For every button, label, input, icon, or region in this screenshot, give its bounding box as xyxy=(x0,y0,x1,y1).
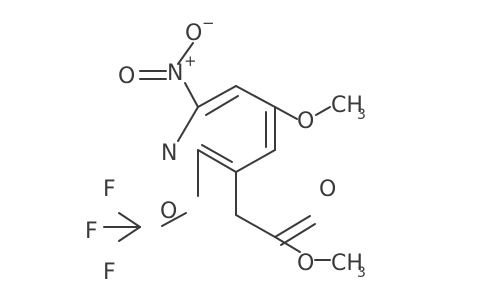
bond-c3-c2 xyxy=(235,149,276,173)
bond-methoxy-o-ch3 xyxy=(315,106,331,116)
nitro-double-oxygen-label: O xyxy=(118,64,135,89)
nitro-nitrogen-label: N xyxy=(167,61,183,86)
bond-carbonyl-c-o-2 xyxy=(280,223,316,246)
ether-oxygen-label: O xyxy=(160,199,177,224)
bond-carbonyl-c-o-1 xyxy=(274,215,311,238)
bond-ch2-carbonyl-c xyxy=(235,214,276,238)
bond-carbonyl-c-ester-o xyxy=(274,236,301,253)
fluorine-left-label: F xyxy=(85,219,98,244)
fluorine-bottom-label: F xyxy=(103,260,116,285)
bond-n-c6 xyxy=(177,106,199,142)
nitro-plus-charge: + xyxy=(184,52,197,70)
methoxy-methyl-label: CH xyxy=(331,93,363,118)
bond-cf3-f-top xyxy=(118,212,141,228)
bond-c5-c4 xyxy=(235,85,276,108)
fluorine-top-label: F xyxy=(103,177,116,202)
methoxy-oxygen-label: O xyxy=(297,109,314,134)
nitro-minus-charge: − xyxy=(202,14,215,32)
bond-group xyxy=(103,42,331,261)
bond-nitro-n-o-upper xyxy=(177,42,194,65)
bond-ether-o-cf3 xyxy=(161,212,187,227)
carbonyl-oxygen-label: O xyxy=(319,177,336,202)
bond-c2-n xyxy=(197,149,237,173)
bond-cf3-f-bottom xyxy=(118,226,141,242)
ring-nitrogen-label: N xyxy=(161,141,177,166)
ester-methyl-label: CH xyxy=(331,251,363,276)
bond-c6-nitro-n xyxy=(184,82,199,108)
ester-oxygen-label: O xyxy=(297,251,314,276)
bond-c2-n-inner xyxy=(201,144,233,163)
bond-c6-c5 xyxy=(197,85,237,108)
bond-c4-methoxy-o xyxy=(274,106,298,120)
nitro-oxide-oxygen-label: O xyxy=(185,21,202,46)
ester-methyl-subscript: 3 xyxy=(357,265,366,281)
bond-c6-c5-inner xyxy=(205,95,239,116)
methoxy-methyl-subscript: 3 xyxy=(357,107,366,123)
